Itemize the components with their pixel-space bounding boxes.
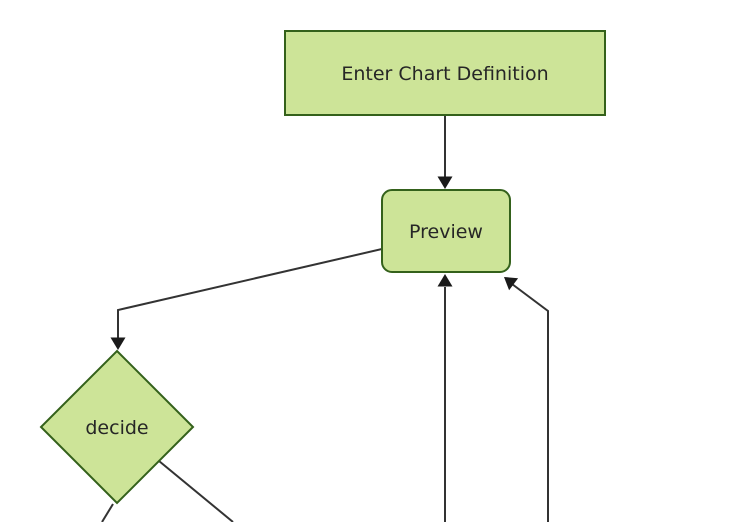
node-diamond <box>39 349 195 505</box>
edge-line <box>158 460 234 522</box>
node-rectangle <box>284 30 606 116</box>
edge-line <box>117 248 383 341</box>
edge-offscreen-to-preview <box>437 274 453 522</box>
node-label: Enter Chart Definition <box>341 63 548 85</box>
edge-offscreen-right-to-preview <box>504 277 549 522</box>
node-rounded-rectangle <box>381 189 511 273</box>
edge-decide-to-offscreen-right <box>158 460 234 522</box>
edge-line <box>511 283 549 522</box>
edge-preview-to-decide <box>110 248 383 350</box>
edge-decide-to-offscreen-left <box>101 503 114 522</box>
node-label: decide <box>85 417 148 439</box>
node-preview: Preview <box>381 189 511 273</box>
arrowhead-up-icon <box>437 274 453 287</box>
node-label: Preview <box>409 221 483 243</box>
arrowhead-upleft-icon <box>504 277 519 291</box>
node-enter-chart-definition: Enter Chart Definition <box>284 30 606 116</box>
edge-line <box>101 503 114 522</box>
node-decide: decide <box>39 349 195 505</box>
edge-enter-to-preview <box>437 115 453 189</box>
arrowhead-down-icon <box>437 176 453 189</box>
arrowhead-down-icon <box>110 337 126 350</box>
